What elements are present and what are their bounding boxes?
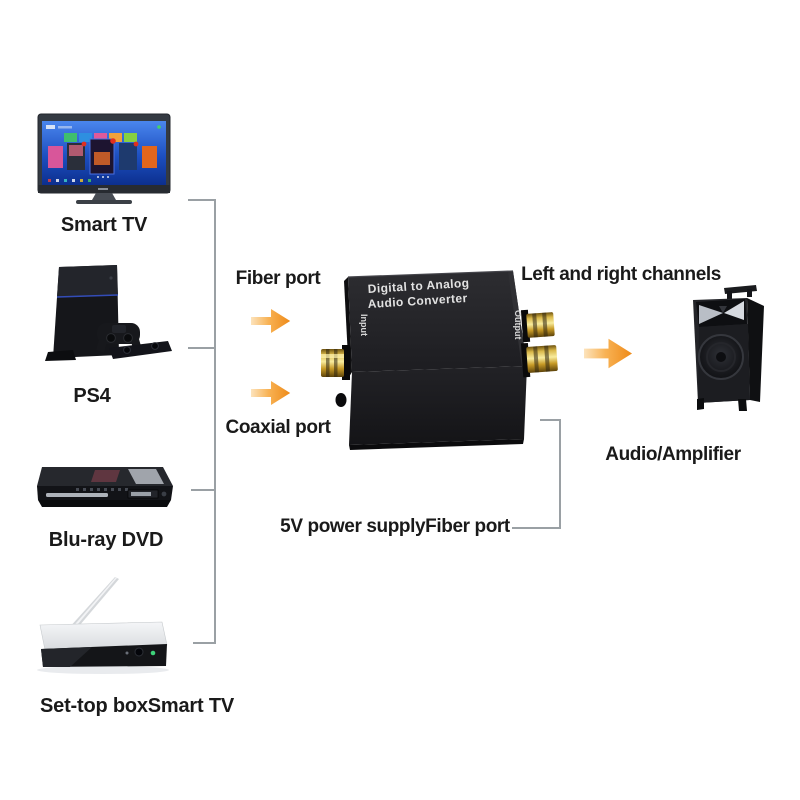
ps4-camera — [109, 341, 172, 359]
ps4-image — [45, 265, 172, 361]
tv-poster-tiles — [48, 138, 157, 175]
left-right-channels-label: Left and right channels — [521, 264, 721, 285]
smart-tv-label: Smart TV — [60, 214, 148, 236]
tv-app-tiles — [64, 133, 137, 142]
power-connector-line — [512, 419, 561, 529]
rca-output-port-1 — [520, 309, 555, 343]
smart-tv-image — [37, 113, 171, 204]
tv-bottom-icons — [48, 176, 109, 182]
bluray-buttons — [76, 488, 128, 491]
set-top-box-label: Set-top boxSmart TV — [40, 695, 234, 717]
converter-title-line1: Digital to Analog — [367, 276, 469, 296]
converter-input-text: Input — [359, 314, 369, 336]
speaker-image — [693, 285, 764, 411]
converter-image: Digital to Analog Audio Converter Input … — [321, 270, 558, 450]
coaxial-arrow-icon — [251, 381, 291, 405]
converter-title: Digital to Analog Audio Converter — [367, 276, 469, 311]
fiber-arrow-icon — [251, 309, 291, 333]
converter-dc-jack — [335, 393, 347, 407]
left-connector-bracket — [188, 199, 216, 644]
converter-title-line2: Audio Converter — [367, 291, 468, 311]
converter-output-text: Output — [513, 310, 523, 340]
speaker-horn-tweeter — [696, 299, 747, 327]
power-supply-label: 5V power supplyFiber port — [280, 516, 510, 537]
bluray-dvd-label: Blu-ray DVD — [48, 529, 164, 551]
coaxial-port-label: Coaxial port — [225, 417, 331, 438]
rca-output-port-2 — [520, 342, 558, 378]
converter-front-face — [349, 366, 527, 445]
bluray-dvd-image — [37, 467, 173, 507]
set-top-box-image — [37, 577, 169, 674]
ps4-label: PS4 — [73, 385, 111, 407]
audio-amplifier-label: Audio/Amplifier — [605, 444, 741, 465]
fiber-port-label: Fiber port — [235, 268, 321, 289]
converter-top-face — [348, 271, 527, 372]
ps4-controller — [96, 323, 142, 353]
output-arrow-icon — [584, 338, 633, 369]
coaxial-input-port — [321, 345, 350, 380]
